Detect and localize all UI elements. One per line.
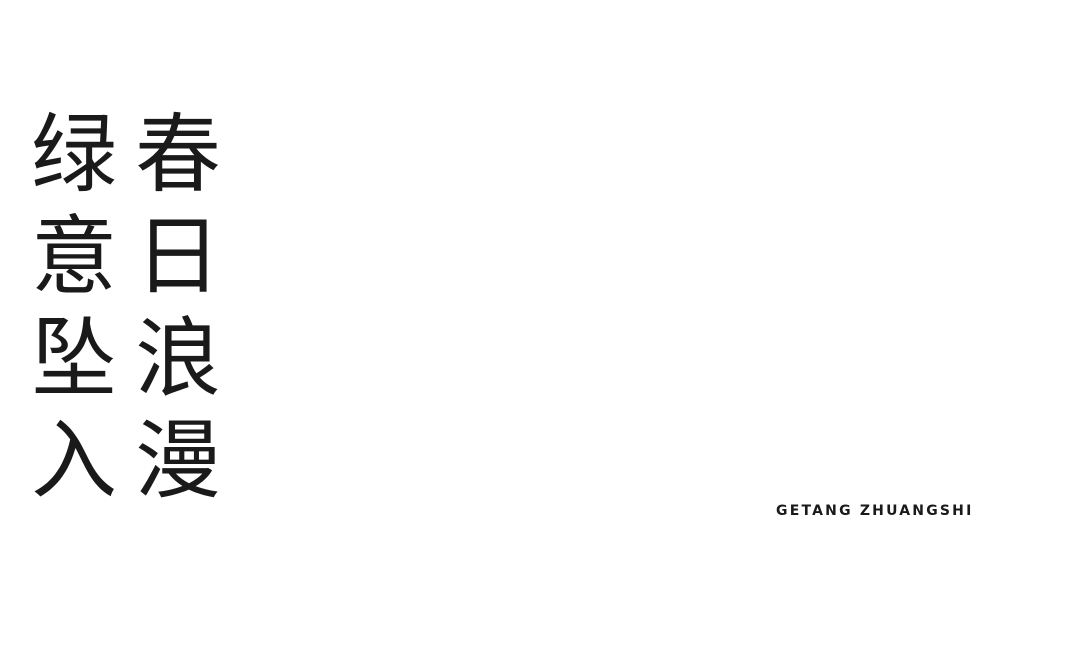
poem-char: 坠	[31, 309, 117, 409]
poem-char: 意	[31, 207, 117, 307]
poem-char: 入	[31, 411, 117, 511]
poem-char: 浪	[135, 309, 221, 409]
poem-column-right: 春 日 浪 漫	[132, 104, 224, 512]
poem-char: 绿	[31, 105, 117, 205]
poem-char: 日	[135, 207, 221, 307]
vertical-poem: 绿 意 坠 入 春 日 浪 漫	[28, 104, 228, 511]
poem-char: 漫	[135, 411, 221, 511]
poem-column-left: 绿 意 坠 入	[28, 104, 120, 512]
brand-name: GETANG ZHUANGSHI	[776, 503, 974, 519]
poem-char: 春	[135, 105, 221, 205]
